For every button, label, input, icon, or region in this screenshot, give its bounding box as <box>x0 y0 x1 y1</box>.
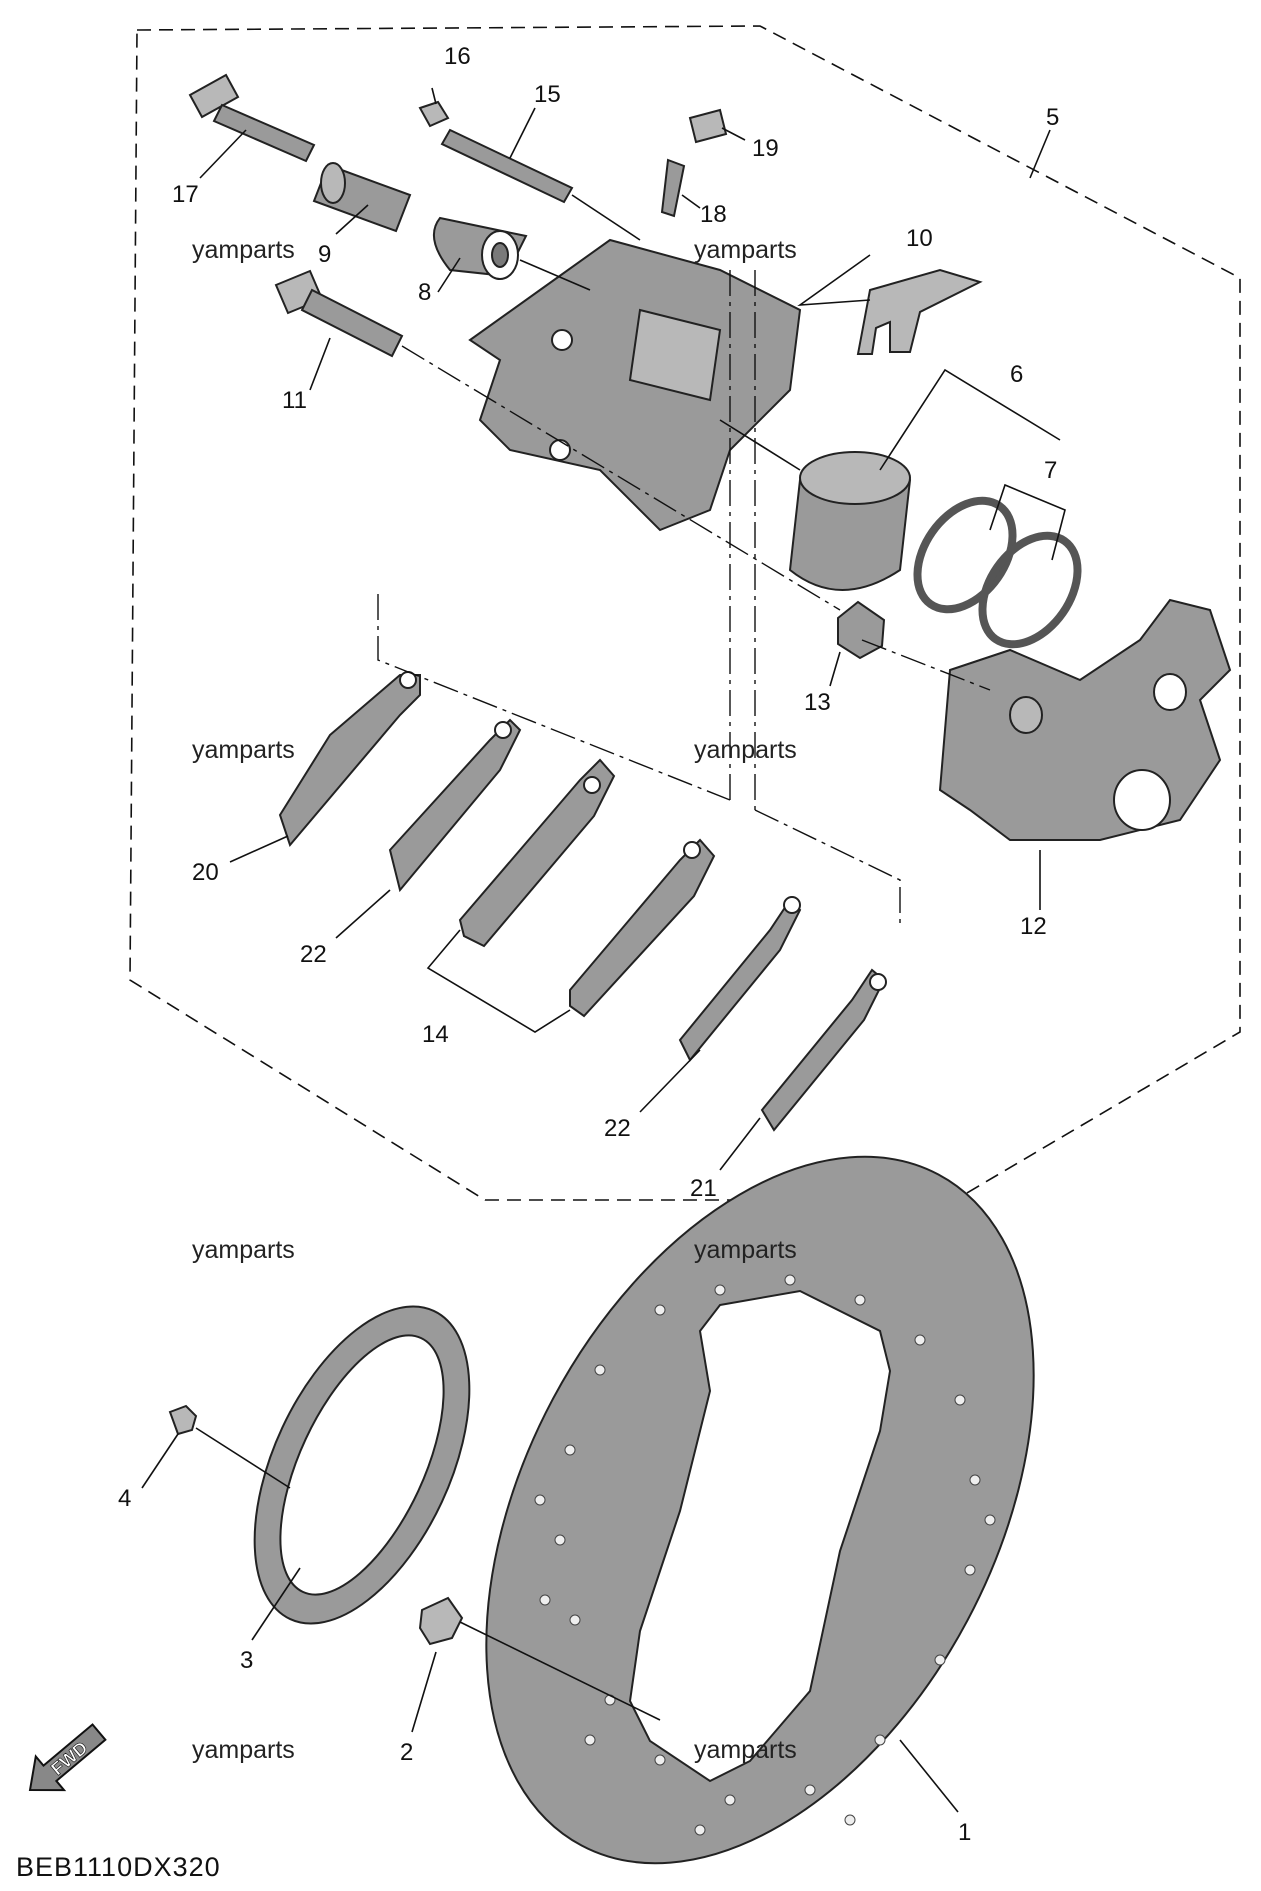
watermark: yamparts <box>192 236 295 264</box>
sensor-rotor-3 <box>253 1305 471 1625</box>
callout-19: 19 <box>752 135 779 162</box>
axis-piston <box>719 419 801 471</box>
pad-shim-20 <box>278 671 421 848</box>
pad-group-bracket-right <box>754 809 901 928</box>
callout-1: 1 <box>958 1819 971 1846</box>
callout-14: 14 <box>422 1021 449 1048</box>
callout-21: 21 <box>690 1175 717 1202</box>
cap-19 <box>688 108 728 144</box>
callout-2: 2 <box>400 1739 413 1766</box>
watermark: yamparts <box>694 236 797 264</box>
leader-6-group <box>879 368 1061 471</box>
leader-lines <box>141 87 1051 1813</box>
callout-6: 6 <box>1010 361 1023 388</box>
caliper-assembly-boundary <box>129 25 1241 1201</box>
clip-10 <box>856 268 983 355</box>
watermark: yamparts <box>694 1736 797 1764</box>
pad-group-bracket-left <box>377 594 731 801</box>
callout-8: 8 <box>418 279 431 306</box>
brake-disc-1 <box>485 1155 1035 1865</box>
caliper-body <box>468 238 802 532</box>
cap-16 <box>418 100 450 128</box>
callout-15: 15 <box>534 81 561 108</box>
callout-22b: 22 <box>604 1115 631 1142</box>
boot-8 <box>432 216 528 280</box>
axis-8 <box>519 259 591 291</box>
axis-2 <box>459 1621 661 1721</box>
callout-16: 16 <box>444 43 471 70</box>
piston-6 <box>788 451 912 591</box>
watermark: yamparts <box>192 1236 295 1264</box>
fwd-arrow-icon: FWD <box>28 1723 107 1792</box>
bolt-4 <box>168 1404 198 1436</box>
callout-20: 20 <box>192 859 219 886</box>
callout-7: 7 <box>1044 457 1057 484</box>
watermark: yamparts <box>192 736 295 764</box>
leader-7-group <box>989 483 1066 561</box>
leader-14-group <box>426 929 571 1033</box>
callout-11: 11 <box>282 387 307 414</box>
axis-15 <box>571 194 641 241</box>
watermark: yamparts <box>192 1736 295 1764</box>
bracket-12 <box>938 598 1232 841</box>
boot-13 <box>837 600 886 660</box>
collar-9 <box>312 162 412 233</box>
leader-10-group <box>797 254 871 307</box>
pin-15 <box>440 128 574 204</box>
bleed-screw-18 <box>660 158 686 218</box>
watermark: yamparts <box>694 736 797 764</box>
seal-7a <box>913 496 1017 614</box>
callout-10: 10 <box>906 225 933 252</box>
callout-3: 3 <box>240 1647 253 1674</box>
bolt-2 <box>418 1596 464 1646</box>
bolt-11 <box>274 269 404 358</box>
axis-4 <box>195 1427 291 1489</box>
watermark: yamparts <box>694 1236 797 1264</box>
pad-shim-22-right <box>678 896 802 1062</box>
callout-18: 18 <box>700 201 727 228</box>
callout-9: 9 <box>318 241 331 268</box>
pad-shim-22-left <box>388 718 522 893</box>
pad-shim-21 <box>760 968 887 1132</box>
callout-22a: 22 <box>300 941 327 968</box>
bolt-17 <box>188 73 316 163</box>
axis-11 <box>401 345 841 611</box>
callout-12: 12 <box>1020 913 1047 940</box>
brake-pad-14b <box>569 838 716 1018</box>
callout-13: 13 <box>804 689 831 716</box>
catalog-code: BEB1110DX320 <box>16 1852 221 1882</box>
seal-7b <box>978 531 1082 649</box>
callout-17: 17 <box>172 181 199 208</box>
callout-5: 5 <box>1046 104 1059 131</box>
callout-4: 4 <box>118 1485 131 1512</box>
brake-pad-14a <box>458 758 616 948</box>
axis-13 <box>861 639 991 691</box>
